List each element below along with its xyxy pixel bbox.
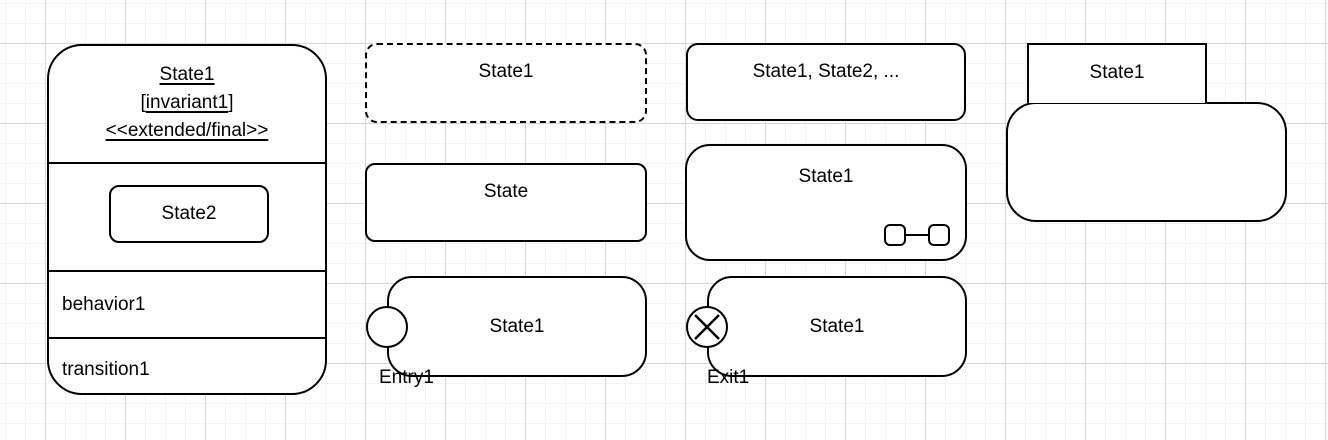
- compartment-divider: [49, 162, 325, 164]
- simple-state-shape[interactable]: State: [365, 163, 647, 242]
- tabbed-state-tab[interactable]: State1: [1027, 43, 1207, 103]
- exit-point-label: Exit1: [707, 367, 750, 388]
- dashed-state-shape[interactable]: State1: [365, 43, 647, 123]
- behavior-label: behavior1: [62, 294, 146, 315]
- simple-state-label: State: [483, 181, 529, 202]
- composite-state-shape[interactable]: State1 [invariant1] <<extended/final>> S…: [47, 44, 327, 395]
- exit-state-shape[interactable]: State1: [707, 276, 967, 377]
- substate-label: State2: [161, 203, 217, 224]
- submachine-state-label: State1: [798, 166, 854, 187]
- submachine-state-shape[interactable]: State1: [685, 144, 967, 261]
- tabbed-state-label: State1: [1089, 62, 1145, 83]
- transition-label: transition1: [62, 359, 150, 380]
- multi-state-shape[interactable]: State1, State2, ...: [686, 43, 966, 121]
- exit-point-circle-x-icon[interactable]: [685, 305, 729, 349]
- entry-state-label: State1: [489, 315, 545, 337]
- entry-state-shape[interactable]: State1: [387, 276, 647, 377]
- tabbed-state-body[interactable]: [1006, 102, 1287, 222]
- dashed-state-label: State1: [478, 61, 534, 82]
- compartment-divider: [49, 270, 325, 272]
- submachine-connector-icon: [884, 224, 950, 246]
- state-invariant: [invariant1]: [140, 92, 234, 113]
- entry-point-circle-icon[interactable]: [365, 305, 409, 349]
- compartment-divider: [49, 337, 325, 339]
- exit-state-label: State1: [809, 315, 865, 337]
- state-title: State1: [159, 64, 215, 85]
- state-stereotype: <<extended/final>>: [105, 120, 269, 141]
- substate-shape[interactable]: State2: [109, 185, 269, 243]
- composite-state-header: State1 [invariant1] <<extended/final>>: [49, 46, 325, 145]
- multi-state-label: State1, State2, ...: [752, 61, 900, 82]
- entry-point-label: Entry1: [379, 367, 434, 388]
